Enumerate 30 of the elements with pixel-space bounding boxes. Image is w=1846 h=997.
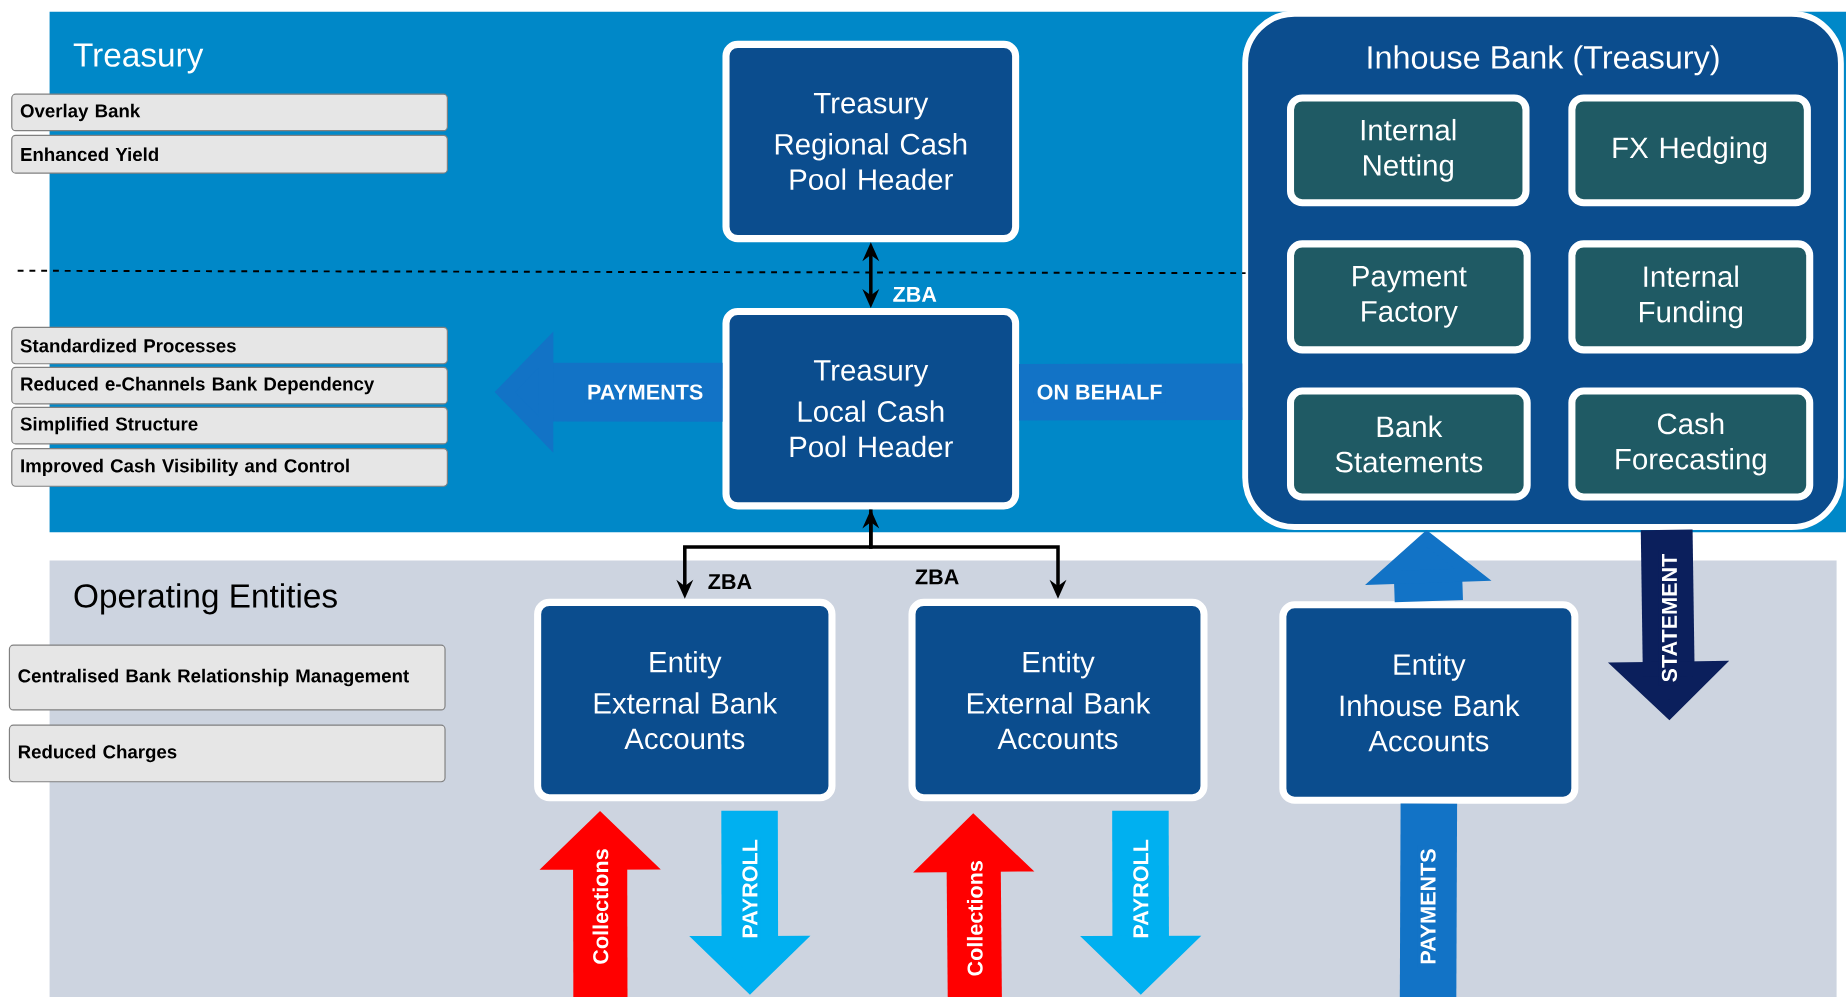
benefit-bar: Overlay Bank	[11, 93, 448, 132]
connector-bar	[1399, 803, 1458, 997]
edge-label: ZBA	[704, 571, 756, 592]
edge-label: ZBA	[912, 566, 963, 588]
connector-bar	[1019, 363, 1243, 421]
benefit-bar: Reduced Charges	[8, 724, 446, 783]
edge-label: PAYMENTS	[584, 381, 707, 403]
benefit-bar: Standardized Processes	[11, 326, 448, 365]
process-box: Treasury Local Cash Pool Header	[722, 308, 1020, 510]
edge-label: PAYROLL	[739, 836, 761, 942]
service-box: Cash Forecasting	[1568, 387, 1814, 501]
benefit-bar: Centralised Bank Relationship Management	[8, 644, 446, 711]
process-box: Entity External Bank Accounts	[534, 598, 836, 802]
process-box: Entity External Bank Accounts	[908, 598, 1208, 802]
service-box: Internal Funding	[1568, 240, 1814, 354]
service-box: Bank Statements	[1287, 387, 1531, 501]
edge-label: PAYMENTS	[1417, 845, 1439, 968]
service-box: Internal Netting	[1287, 94, 1530, 207]
edge-label: ON BEHALF	[1033, 381, 1166, 403]
benefit-bar: Improved Cash Visibility and Control	[11, 447, 448, 487]
edge-label: Collections	[589, 845, 612, 968]
edge-label: PAYROLL	[1130, 836, 1152, 942]
process-box: Entity Inhouse Bank Accounts	[1279, 601, 1579, 804]
service-box: Payment Factory	[1287, 240, 1531, 354]
benefit-bar: Enhanced Yield	[11, 134, 448, 174]
benefit-bar: Reduced e-Channels Bank Dependency	[11, 366, 448, 405]
edge-label: Collections	[963, 857, 986, 980]
benefit-bar: Simplified Structure	[11, 406, 448, 445]
service-box: FX Hedging	[1568, 94, 1811, 207]
process-box: Treasury Regional Cash Pool Header	[722, 40, 1020, 243]
